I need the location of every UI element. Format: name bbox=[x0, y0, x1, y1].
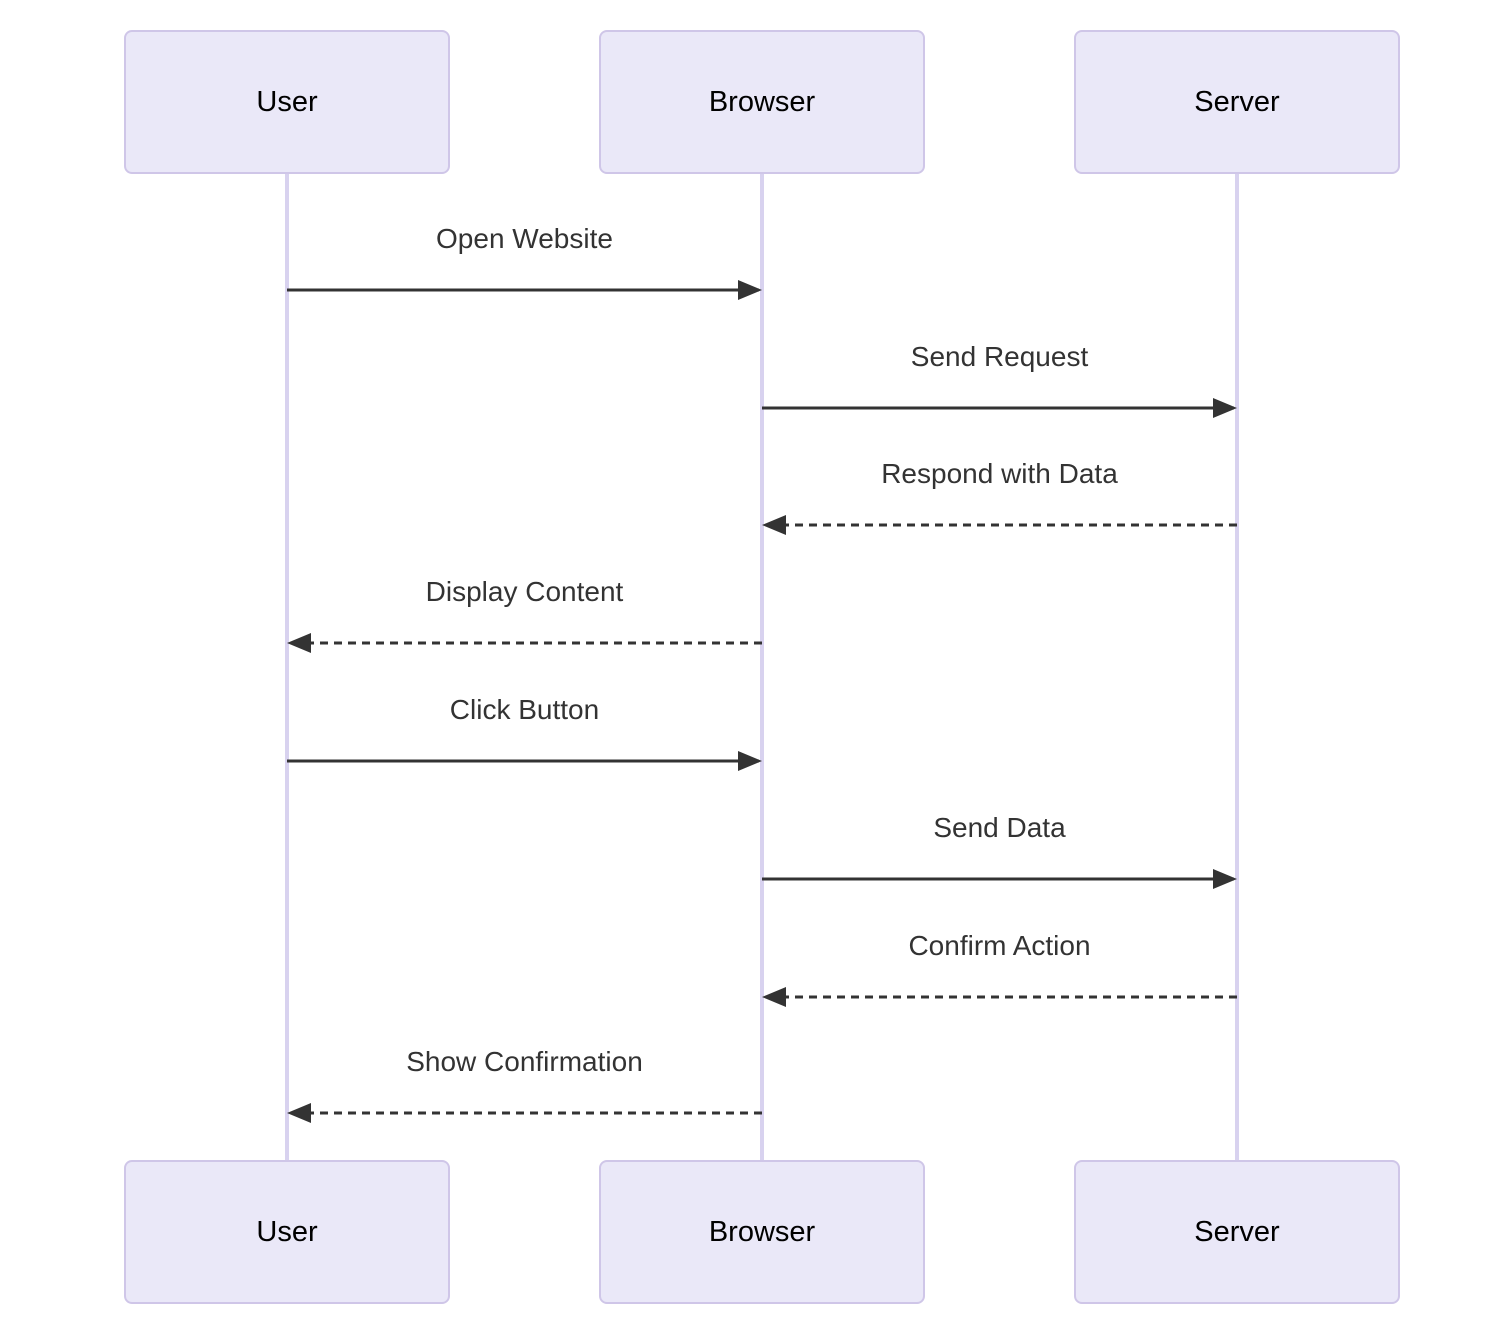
actor-box-browser-bottom: Browser bbox=[599, 1160, 925, 1304]
actor-box-user-top: User bbox=[124, 30, 450, 174]
message-label-send-data: Send Data bbox=[933, 812, 1066, 843]
message-label-open-website: Open Website bbox=[436, 223, 613, 254]
actor-box-browser-top: Browser bbox=[599, 30, 925, 174]
actor-label-server-top: Server bbox=[1194, 85, 1280, 118]
actor-box-server-top: Server bbox=[1074, 30, 1400, 174]
actor-box-server-bottom: Server bbox=[1074, 1160, 1400, 1304]
message-label-respond-with-data: Respond with Data bbox=[881, 458, 1118, 489]
actor-label-user-top: User bbox=[256, 85, 318, 118]
message-label-confirm-action: Confirm Action bbox=[908, 930, 1091, 961]
actor-label-user-bottom: User bbox=[256, 1215, 318, 1248]
message-label-click-button: Click Button bbox=[449, 694, 600, 725]
actor-label-browser-bottom: Browser bbox=[708, 1215, 816, 1248]
actor-box-user-bottom: User bbox=[124, 1160, 450, 1304]
message-label-send-request: Send Request bbox=[910, 341, 1089, 372]
actor-label-server-bottom: Server bbox=[1194, 1215, 1280, 1248]
actor-label-browser-top: Browser bbox=[708, 85, 816, 118]
message-label-display-content: Display Content bbox=[425, 576, 624, 607]
message-label-show-confirmation: Show Confirmation bbox=[406, 1046, 643, 1077]
